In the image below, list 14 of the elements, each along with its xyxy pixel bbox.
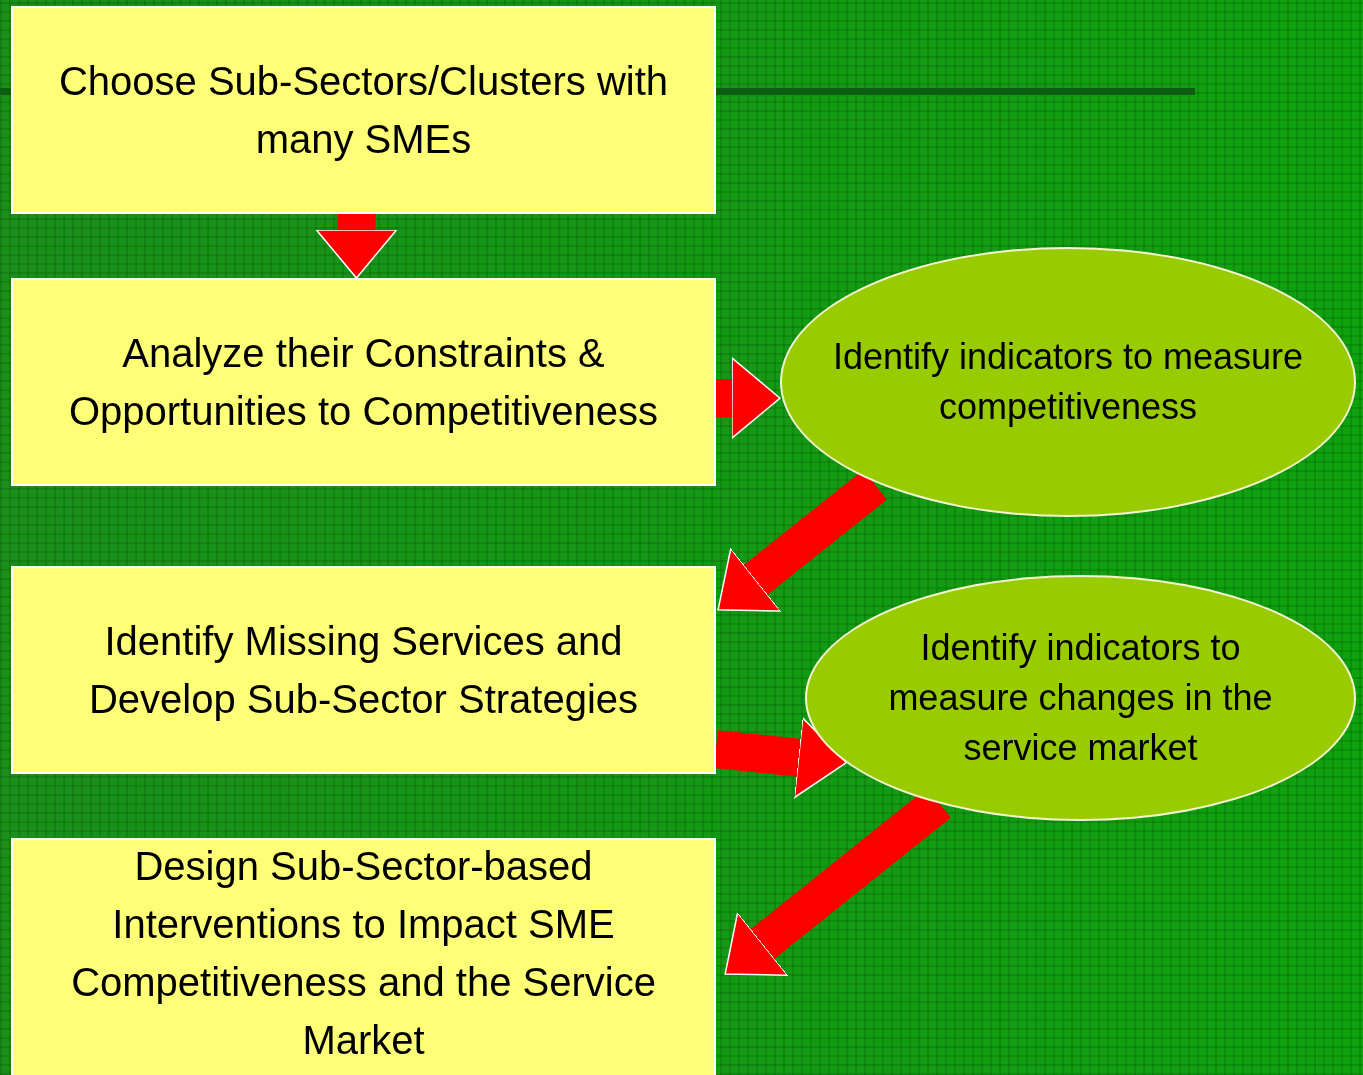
step-box [11, 838, 716, 1075]
indicator-ellipse [805, 575, 1356, 821]
step-box [11, 6, 716, 214]
step-box [11, 566, 716, 774]
step-text: Identify indicators to measure competitiveness [831, 335, 1305, 429]
block-arrow [716, 357, 781, 439]
block-arrow [315, 214, 398, 279]
step-text: Design Sub-Sector-based Interventions to Impact SME Competitiveness and the Service Market [70, 843, 657, 1064]
indicator-ellipse [780, 247, 1356, 517]
step-box [11, 278, 716, 486]
step-text: Identify indicators to measure changes in the service market [887, 626, 1274, 770]
step-text: Analyze their Constraints & Opportunities to Competitiveness [67, 330, 660, 435]
step-text: Choose Sub-Sectors/Clusters with many SMEs [57, 58, 670, 163]
step-text: Identify Missing Services and Develop Sub-Sector Strategies [87, 618, 640, 723]
